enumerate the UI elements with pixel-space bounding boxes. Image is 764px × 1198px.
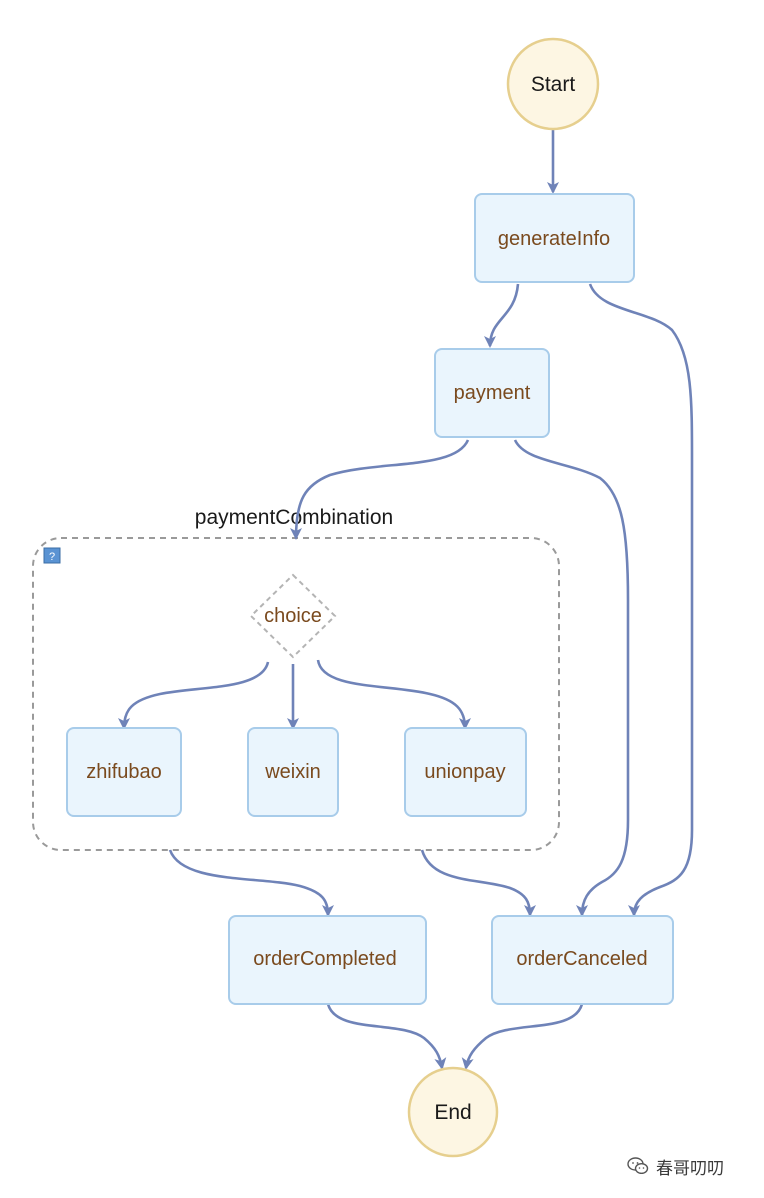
task-unionpay-label: unionpay (424, 761, 505, 783)
edge-group-to-ordercanceled (420, 849, 536, 917)
task-ordercanceled-label: orderCanceled (516, 948, 647, 970)
wechat-icon (627, 1157, 649, 1175)
edge-group-to-ordercompleted (168, 849, 334, 917)
task-zhifubao[interactable]: zhifubao (66, 727, 182, 817)
group-badge-icon[interactable] (43, 547, 61, 564)
task-ordercompleted[interactable]: orderCompleted (228, 915, 427, 1005)
edge-choice-to-unionpay (316, 659, 471, 730)
edges (118, 130, 694, 1070)
edge-ordercanceled-to-end (461, 1003, 584, 1070)
edge-choice-to-zhifubao (118, 661, 270, 730)
task-ordercompleted-label: orderCompleted (253, 948, 396, 970)
end-node[interactable]: End (407, 1066, 499, 1158)
edge-generateinfo-to-ordercanceled (588, 283, 694, 917)
task-weixin[interactable]: weixin (247, 727, 339, 817)
group-label: paymentCombination (195, 506, 393, 529)
edge-generateinfo-to-payment (484, 283, 520, 348)
edge-payment-to-ordercanceled (513, 439, 630, 917)
edge-payment-to-group (290, 439, 470, 540)
start-label: Start (531, 73, 576, 96)
edge-ordercompleted-to-end (326, 1003, 447, 1070)
choice-node[interactable]: choice (249, 573, 337, 659)
group-badge-glyph: ? (49, 551, 55, 563)
task-weixin-label: weixin (264, 761, 321, 783)
task-unionpay[interactable]: unionpay (404, 727, 527, 817)
watermark: 春哥叨叨 (626, 1152, 724, 1180)
task-payment-label: payment (454, 382, 531, 404)
start-node[interactable]: Start (506, 37, 600, 131)
choice-label: choice (264, 605, 322, 627)
task-generateinfo-label: generateInfo (498, 228, 610, 250)
task-zhifubao-label: zhifubao (86, 761, 162, 783)
task-payment[interactable]: payment (434, 348, 550, 438)
task-ordercanceled[interactable]: orderCanceled (491, 915, 674, 1005)
end-label: End (434, 1101, 471, 1124)
watermark-text: 春哥叨叨 (656, 1158, 724, 1179)
task-generateinfo[interactable]: generateInfo (474, 193, 635, 283)
